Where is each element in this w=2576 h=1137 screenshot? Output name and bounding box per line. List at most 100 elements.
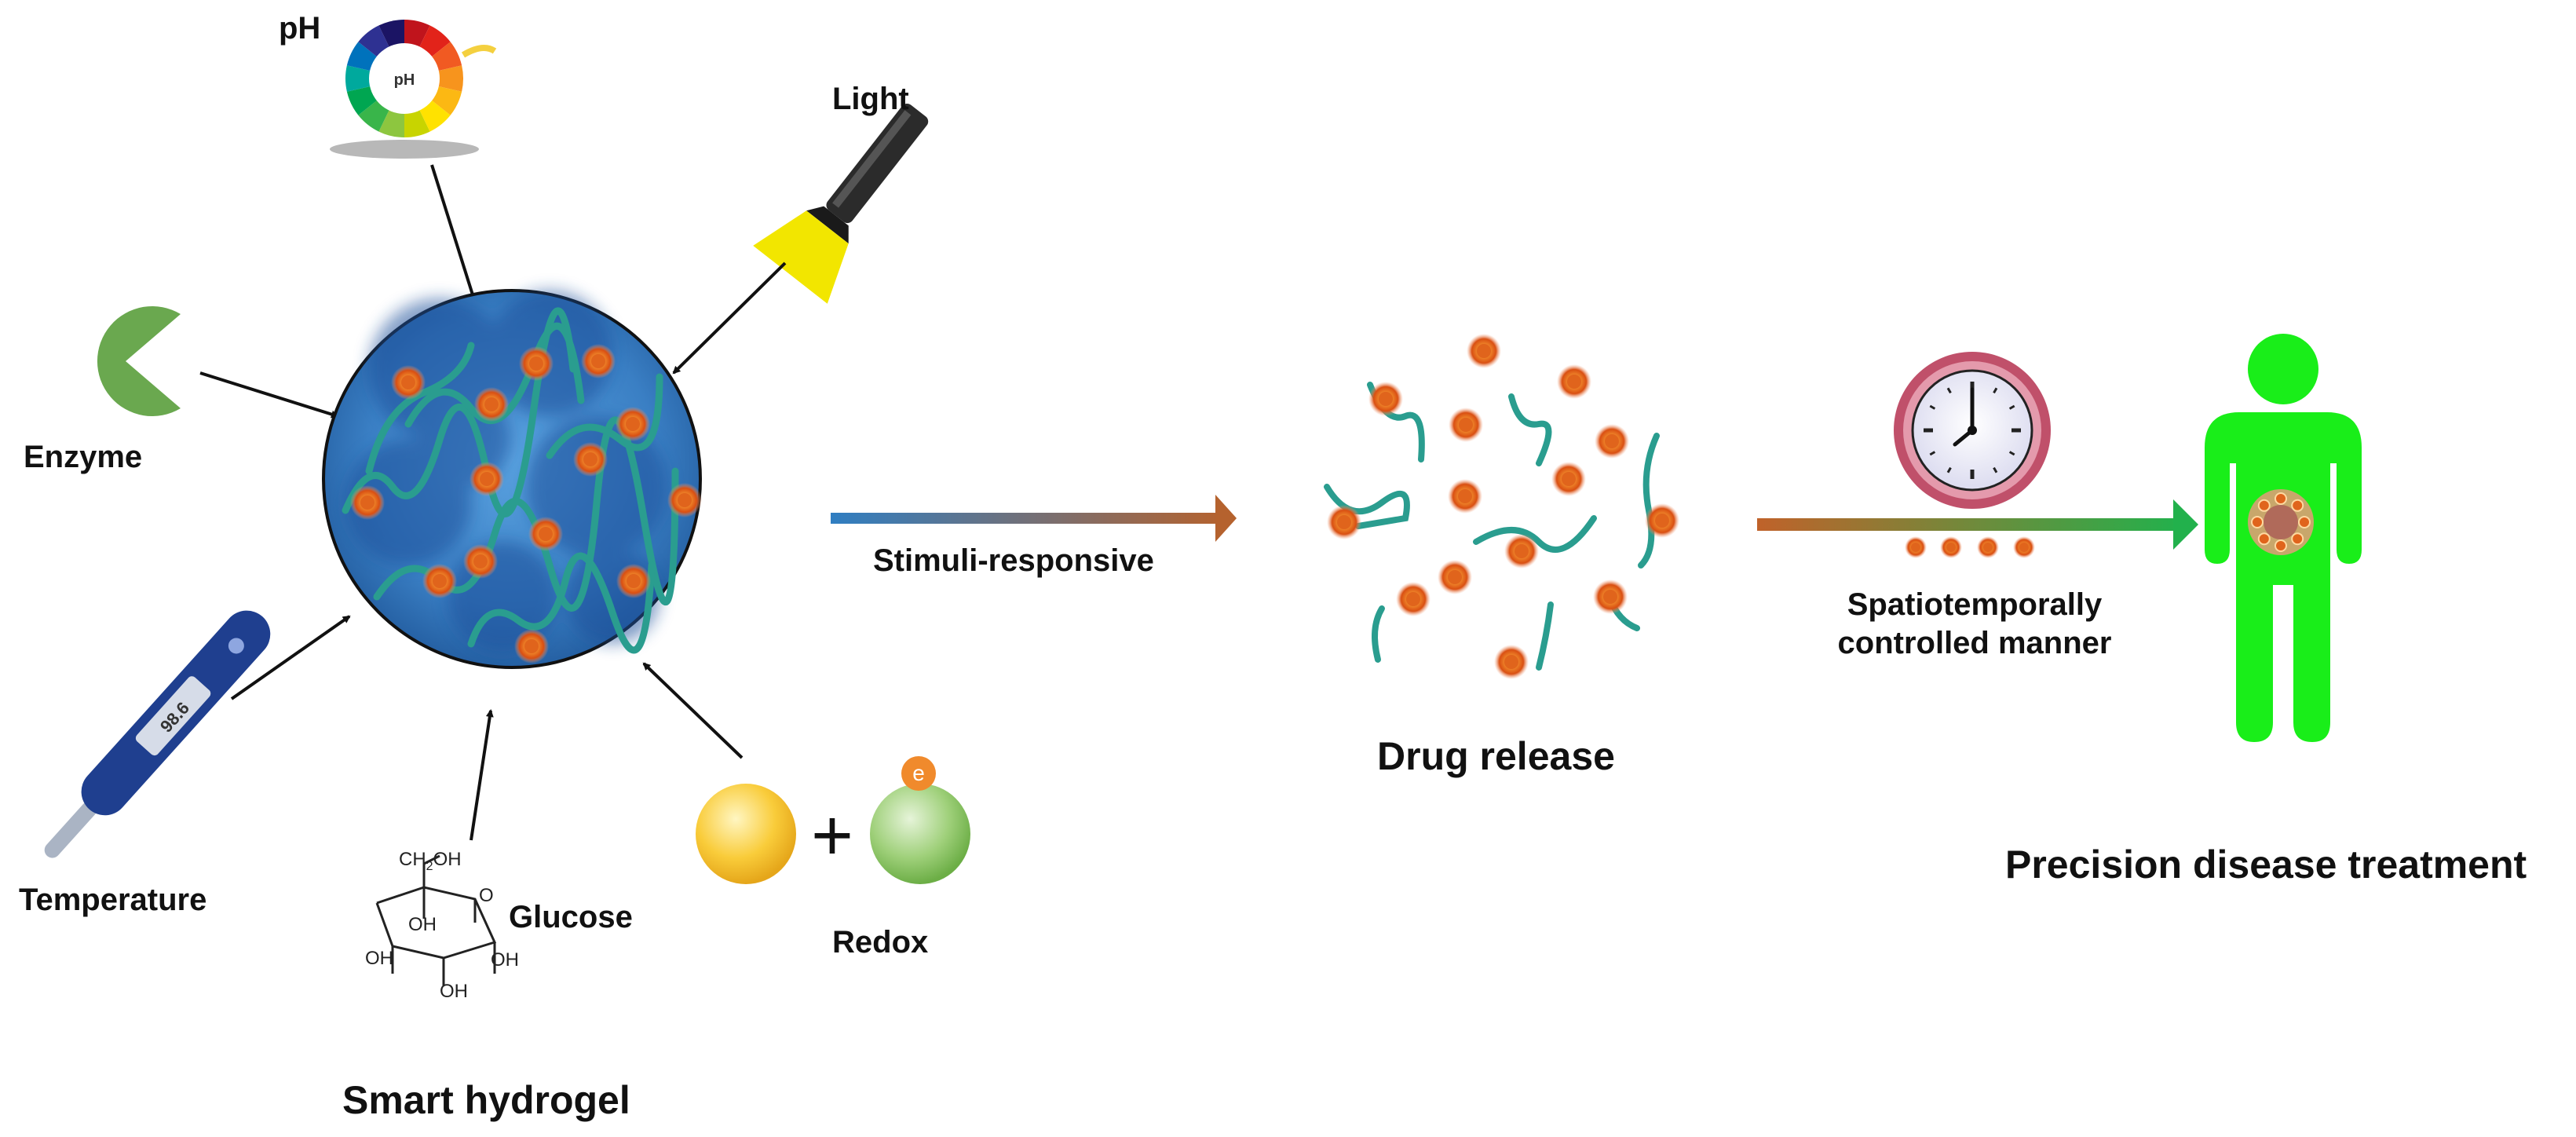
clock-icon bbox=[1894, 352, 2051, 509]
glucose-oh: OH bbox=[491, 949, 519, 971]
polymer-chain bbox=[1508, 393, 1552, 466]
drug-particle-core bbox=[583, 452, 597, 466]
drug-particle bbox=[2291, 532, 2304, 546]
drug-particle-core bbox=[1448, 570, 1462, 584]
drug-particle-core bbox=[1406, 592, 1420, 606]
polymer-chain bbox=[546, 373, 663, 459]
arrow-light-to-hydrogel bbox=[672, 261, 787, 375]
drug-particle-core bbox=[626, 417, 640, 431]
spatiotemporal-label: Spatiotemporally controlled manner bbox=[1767, 587, 2183, 661]
drug-particle-core bbox=[473, 554, 488, 568]
glucose-oh: OH bbox=[440, 981, 468, 1002]
drug-particle-core bbox=[433, 574, 447, 588]
ph-indicator-icon: pH bbox=[330, 20, 497, 159]
thermometer-icon: 98.6 bbox=[44, 610, 271, 858]
glucose-ring-oxygen: O bbox=[479, 885, 494, 906]
drug-particle-core bbox=[678, 493, 692, 507]
redox-label: Redox bbox=[832, 925, 929, 960]
clock-tick bbox=[1993, 466, 1998, 473]
redox-plus-sign: + bbox=[811, 795, 853, 876]
arrow-redox-to-hydrogel bbox=[642, 662, 744, 759]
glucose-label: Glucose bbox=[509, 900, 633, 934]
drug-particle-core bbox=[1477, 344, 1491, 358]
clock-tick bbox=[1993, 387, 1998, 394]
polymer-chain bbox=[365, 342, 475, 475]
enzyme-label: Enzyme bbox=[24, 440, 143, 474]
clock-tick bbox=[2008, 404, 2015, 410]
flashlight-icon bbox=[753, 103, 929, 304]
drug-particle-core bbox=[1655, 514, 1669, 528]
clock-tick bbox=[1929, 404, 1936, 410]
polymer-chain bbox=[1324, 484, 1410, 529]
drug-particle-core bbox=[1983, 543, 1993, 552]
drug-particle-core bbox=[1379, 392, 1393, 406]
glucose-ch2oh: CH2OH bbox=[399, 849, 462, 873]
drug-particle-core bbox=[627, 574, 641, 588]
human-figure-icon bbox=[2205, 334, 2362, 742]
drug-particle bbox=[2257, 499, 2271, 512]
polymer-chain bbox=[404, 322, 585, 428]
drug-particle-core bbox=[1911, 543, 1920, 552]
drug-particle-core bbox=[1458, 489, 1472, 503]
precision-treatment-label: Precision disease treatment bbox=[2005, 843, 2527, 887]
spatiotemporal-line2: controlled manner bbox=[1837, 626, 2112, 660]
drug-particle bbox=[2257, 532, 2271, 546]
smart-hydrogel-sphere bbox=[322, 289, 702, 669]
drug-release-label: Drug release bbox=[1377, 734, 1615, 778]
polymer-chain bbox=[467, 552, 656, 654]
redox-green-sphere bbox=[870, 784, 970, 884]
drug-particle bbox=[2251, 516, 2264, 528]
controlled-release-arrow bbox=[1757, 499, 2198, 550]
drug-particle bbox=[2291, 499, 2304, 512]
redox-yellow-sphere bbox=[696, 784, 796, 884]
drug-particle-core bbox=[1946, 543, 1956, 552]
drug-particle-core bbox=[1515, 544, 1529, 558]
spatiotemporal-line1: Spatiotemporally bbox=[1847, 587, 2103, 622]
smart-hydrogel-label: Smart hydrogel bbox=[342, 1078, 630, 1122]
light-label: Light bbox=[832, 82, 909, 116]
polymer-chain bbox=[1372, 605, 1385, 663]
arrow-glucose-to-hydrogel bbox=[470, 709, 494, 841]
arrow-drug-particles bbox=[1905, 536, 2035, 558]
glucose-structure-icon bbox=[375, 854, 497, 985]
clock-tick bbox=[1946, 466, 1952, 473]
drug-particle-core bbox=[1605, 434, 1619, 448]
electron-icon bbox=[901, 756, 936, 791]
stimuli-responsive-arrow bbox=[831, 495, 1237, 542]
arrow-temperature-to-hydrogel bbox=[230, 615, 351, 700]
electron-label: e bbox=[912, 761, 925, 785]
glucose-oh: OH bbox=[365, 948, 393, 969]
drug-particle-core bbox=[539, 527, 553, 541]
arrow-ph-to-hydrogel bbox=[430, 164, 477, 304]
polymer-chain bbox=[1638, 433, 1660, 568]
drug-particle-core bbox=[1337, 515, 1351, 529]
glucose-oh: OH bbox=[408, 914, 437, 935]
drug-particle-core bbox=[401, 375, 415, 389]
drug-particle-core bbox=[2019, 543, 2029, 552]
ph-label: pH bbox=[279, 11, 321, 46]
drug-particle-core bbox=[591, 354, 605, 368]
target-disease-site bbox=[2248, 489, 2314, 555]
drug-particle-core bbox=[524, 639, 539, 653]
drug-particle-core bbox=[529, 356, 543, 371]
polymer-chain bbox=[1536, 601, 1554, 671]
temperature-label: Temperature bbox=[19, 883, 207, 917]
drug-particle bbox=[2298, 516, 2311, 528]
clock-tick bbox=[2008, 451, 2015, 456]
enzyme-icon bbox=[97, 306, 181, 416]
drug-particle-core bbox=[480, 472, 494, 486]
drug-particle-core bbox=[1603, 590, 1617, 604]
drug-particle-core bbox=[360, 495, 375, 510]
stimulus-arrows bbox=[199, 164, 787, 841]
drug-particle bbox=[2275, 539, 2287, 552]
disease-site-core bbox=[2264, 505, 2298, 539]
drug-release-cluster bbox=[1324, 334, 1679, 679]
ph-dial-text: pH bbox=[394, 71, 415, 89]
drug-particle bbox=[2275, 492, 2287, 505]
drug-particle-core bbox=[1567, 375, 1581, 389]
clock-tick bbox=[1946, 387, 1952, 394]
drug-particle-core bbox=[1504, 655, 1518, 669]
arrow-enzyme-to-hydrogel bbox=[199, 371, 339, 419]
stimuli-responsive-label: Stimuli-responsive bbox=[873, 543, 1154, 578]
